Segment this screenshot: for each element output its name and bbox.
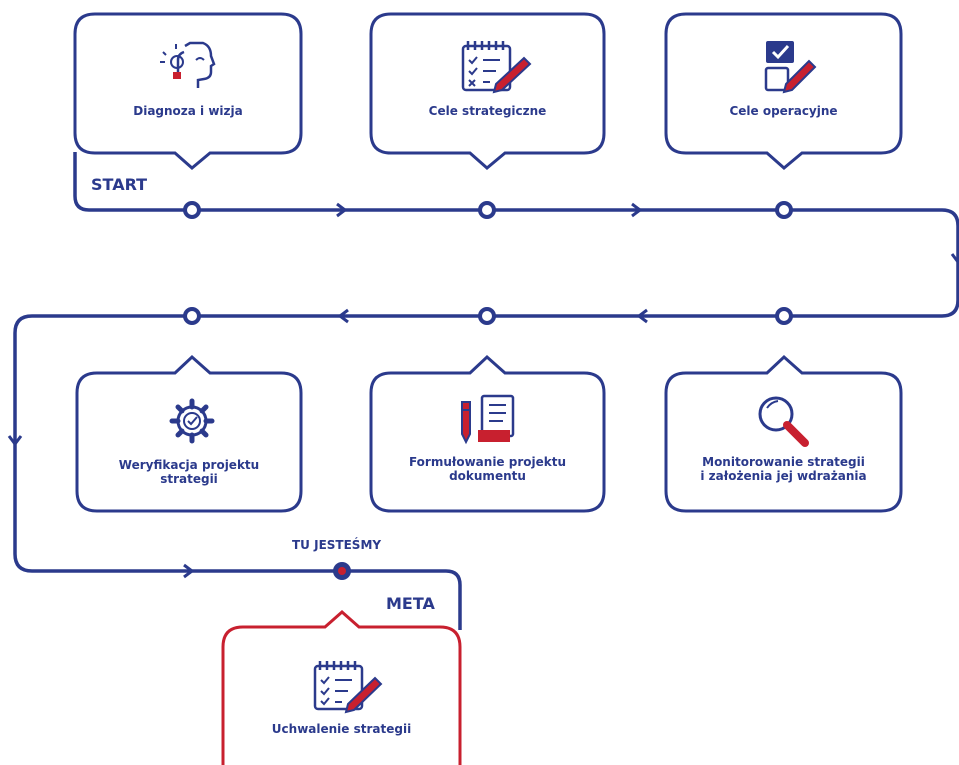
- step-node: [183, 201, 201, 219]
- gear-check-icon: [169, 398, 215, 444]
- arrow-right-icon: [336, 202, 348, 218]
- meta-label: META: [386, 594, 435, 613]
- step-node: [775, 201, 793, 219]
- arrow-down-icon: [950, 253, 959, 265]
- checklist-notepad-icon: [461, 41, 532, 94]
- step-node: [775, 307, 793, 325]
- here-label: TU JESTEŚMY: [292, 538, 382, 552]
- thinking-head-lightbulb-icon: [160, 41, 216, 88]
- step-title: Monitorowanie strategii i założenia jej …: [700, 455, 867, 483]
- step-title: Uchwalenie strategii: [271, 722, 412, 736]
- checkbox-edit-icon: [764, 41, 817, 94]
- step-title: Cele operacyjne: [729, 104, 838, 118]
- step-title: Diagnoza i wizja: [133, 104, 243, 118]
- step-title: Cele strategiczne: [428, 104, 547, 118]
- arrow-down-icon: [7, 435, 23, 447]
- magnifier-icon: [758, 396, 809, 447]
- step-card-diagnoza: [73, 12, 303, 170]
- step-card-monitorowanie: [664, 354, 903, 513]
- step-title: Formułowanie projektu dokumentu: [408, 455, 567, 483]
- pencil-scroll-icon: [461, 394, 515, 445]
- arrow-left-icon: [337, 308, 349, 324]
- arrow-left-icon: [636, 308, 648, 324]
- step-node: [183, 307, 201, 325]
- checklist-notepad-icon: [313, 661, 383, 714]
- step-card-uchwalenie: [221, 609, 462, 765]
- step-node: [478, 201, 496, 219]
- step-node: [478, 307, 496, 325]
- current-step-node-dot: [338, 567, 346, 575]
- arrow-right-icon: [631, 202, 643, 218]
- start-label: START: [91, 175, 148, 194]
- arrow-right-icon: [183, 563, 195, 579]
- step-title: Weryfikacja projektu strategii: [118, 458, 260, 486]
